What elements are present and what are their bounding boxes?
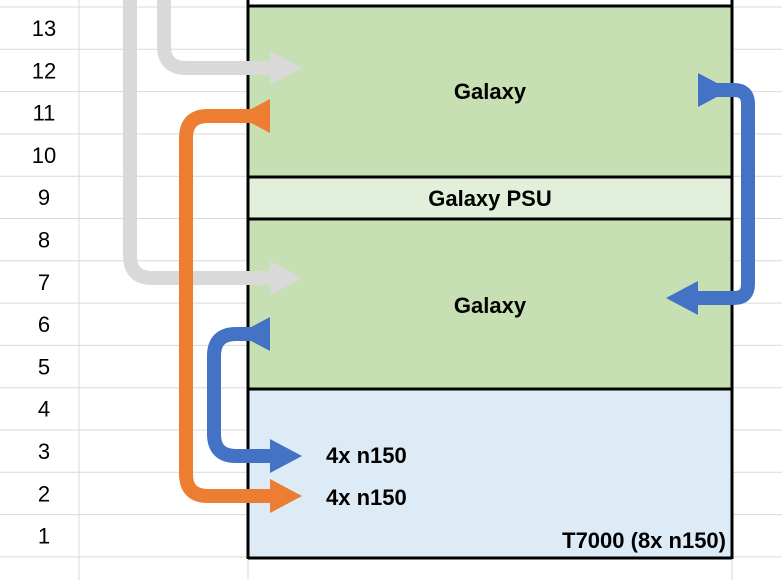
- n150-upper-label: 4x n150: [326, 443, 407, 468]
- row-number: 1: [38, 524, 50, 549]
- galaxy-bottom-block: [248, 219, 732, 389]
- galaxy-top-label: Galaxy: [454, 79, 527, 104]
- row-number: 13: [32, 16, 56, 41]
- row-number: 6: [38, 312, 50, 337]
- row-number: 2: [38, 481, 50, 506]
- row-number: 4: [38, 397, 50, 422]
- t7000-label: T7000 (8x n150): [562, 528, 726, 553]
- galaxy-bottom-label: Galaxy: [454, 293, 527, 318]
- row-number: 5: [38, 354, 50, 379]
- blue-arrow-icon: [666, 73, 755, 315]
- gray-arrow-icon: [123, 0, 302, 295]
- t7000-block: [248, 389, 732, 558]
- orange-arrow-icon: [179, 99, 302, 513]
- blue-arrow-icon: [207, 317, 302, 473]
- row-number: 8: [38, 228, 50, 253]
- row-number: 11: [33, 101, 56, 126]
- row-number: 10: [32, 143, 56, 168]
- n150-lower-label: 4x n150: [326, 485, 407, 510]
- row-number: 3: [38, 439, 50, 464]
- galaxy-top-block: [248, 6, 732, 177]
- row-number-column: 13 12 11 10 9 8 7 6 5 4 3 2 1: [32, 16, 56, 549]
- galaxy-psu-label: Galaxy PSU: [428, 186, 552, 211]
- connection-arrows: [123, 0, 755, 513]
- galaxy-psu-block: [248, 177, 732, 219]
- row-number: 9: [38, 185, 50, 210]
- row-number: 12: [32, 58, 56, 83]
- rack: Galaxy Galaxy PSU Galaxy 4x n150 4x n150…: [246, 0, 734, 560]
- row-number: 7: [38, 270, 50, 295]
- gray-arrow-icon: [157, 0, 302, 85]
